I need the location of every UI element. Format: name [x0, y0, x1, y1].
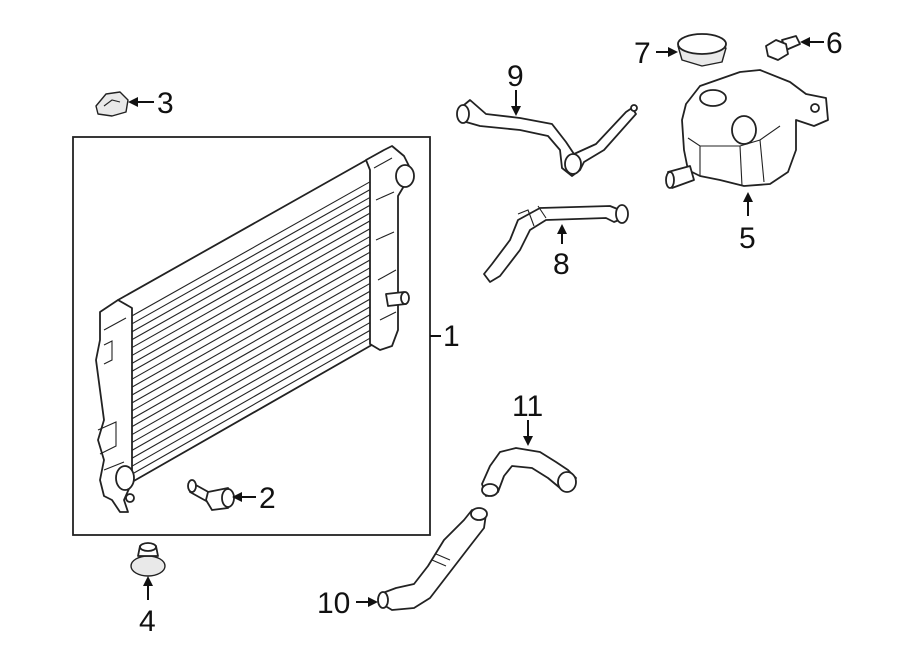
callout-11: 11: [512, 390, 543, 423]
hose-11: [481, 447, 577, 497]
left-tank-outlet: [115, 465, 135, 491]
left-tank-bolt: [125, 493, 135, 503]
radiator-group: [72, 136, 431, 536]
right-tank-detail: [373, 157, 397, 321]
radiator-fin: [131, 204, 371, 341]
lower-hose-10: [377, 507, 488, 611]
callout-2: 2: [259, 482, 276, 515]
hose-8: [483, 204, 629, 283]
radiator-fin: [131, 259, 371, 396]
bolt-6: [765, 35, 801, 61]
hose-9: [456, 99, 638, 177]
callout-10: 10: [317, 587, 350, 620]
bolt-2: [187, 479, 235, 511]
callout-4: 4: [139, 605, 156, 638]
radiator-fin: [131, 189, 371, 325]
radiator-fin: [131, 220, 371, 356]
reservoir-cap-7: [677, 33, 727, 67]
radiator-fin: [131, 282, 371, 420]
callout-7: 7: [634, 37, 651, 70]
radiator-fin: [131, 322, 371, 459]
radiator-fin: [131, 314, 371, 451]
radiator-fins: [131, 181, 371, 475]
radiator-right-tank: [365, 145, 411, 351]
radiator-fin: [131, 337, 371, 475]
radiator-fin: [131, 329, 371, 467]
callout-labels: 1 2 3 4 5 6 7 8 9 10 11: [139, 27, 843, 638]
callout-8: 8: [553, 248, 570, 281]
radiator-fin: [131, 267, 371, 404]
callout-9: 9: [507, 60, 524, 93]
radiator-left-tank: [95, 299, 133, 513]
radiator-fin: [131, 251, 371, 388]
radiator-fin: [131, 290, 371, 428]
callout-leaders: [128, 37, 824, 607]
callout-5: 5: [739, 222, 756, 255]
radiator-fin: [131, 228, 371, 364]
callout-6: 6: [826, 27, 843, 60]
radiator-fin: [131, 196, 371, 333]
radiator-fin: [131, 181, 371, 317]
left-tank-detail: [97, 317, 127, 471]
grommet-4: [130, 542, 166, 577]
right-tank-inlet-end: [400, 291, 410, 305]
callout-1: 1: [443, 320, 460, 353]
right-tank-cap: [395, 164, 415, 188]
mount-cap-3: [95, 91, 129, 117]
radiator-fin: [131, 275, 371, 412]
callout-3: 3: [157, 87, 174, 120]
radiator-fin: [131, 243, 371, 380]
radiator-fin: [131, 306, 371, 443]
radiator-fin: [131, 298, 371, 436]
radiator-fin: [131, 236, 371, 372]
coolant-reservoir-5: [665, 69, 829, 189]
radiator-fin: [131, 212, 371, 349]
